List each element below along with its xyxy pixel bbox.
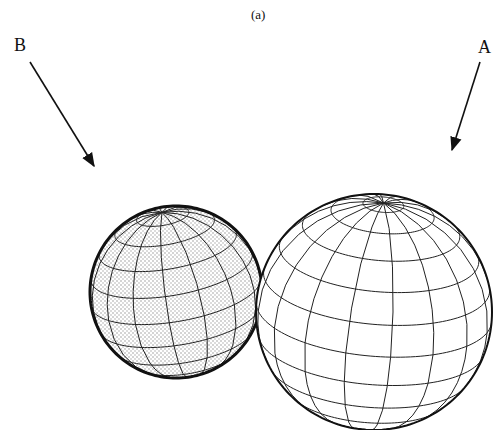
white-sphere [256, 194, 492, 430]
sphere-outline [90, 206, 262, 378]
sphere-outline [256, 194, 492, 430]
grid-lines [91, 206, 262, 378]
sphere-body [256, 194, 492, 430]
sphere-body [90, 206, 262, 378]
sphere-label: B [14, 36, 26, 54]
sphere-label: A [478, 38, 491, 56]
pointer-arrow [452, 62, 480, 150]
grid-lines [256, 194, 491, 430]
panel-label: (a) [251, 8, 265, 21]
pointer-arrow [30, 62, 94, 166]
shaded-sphere [90, 206, 262, 378]
